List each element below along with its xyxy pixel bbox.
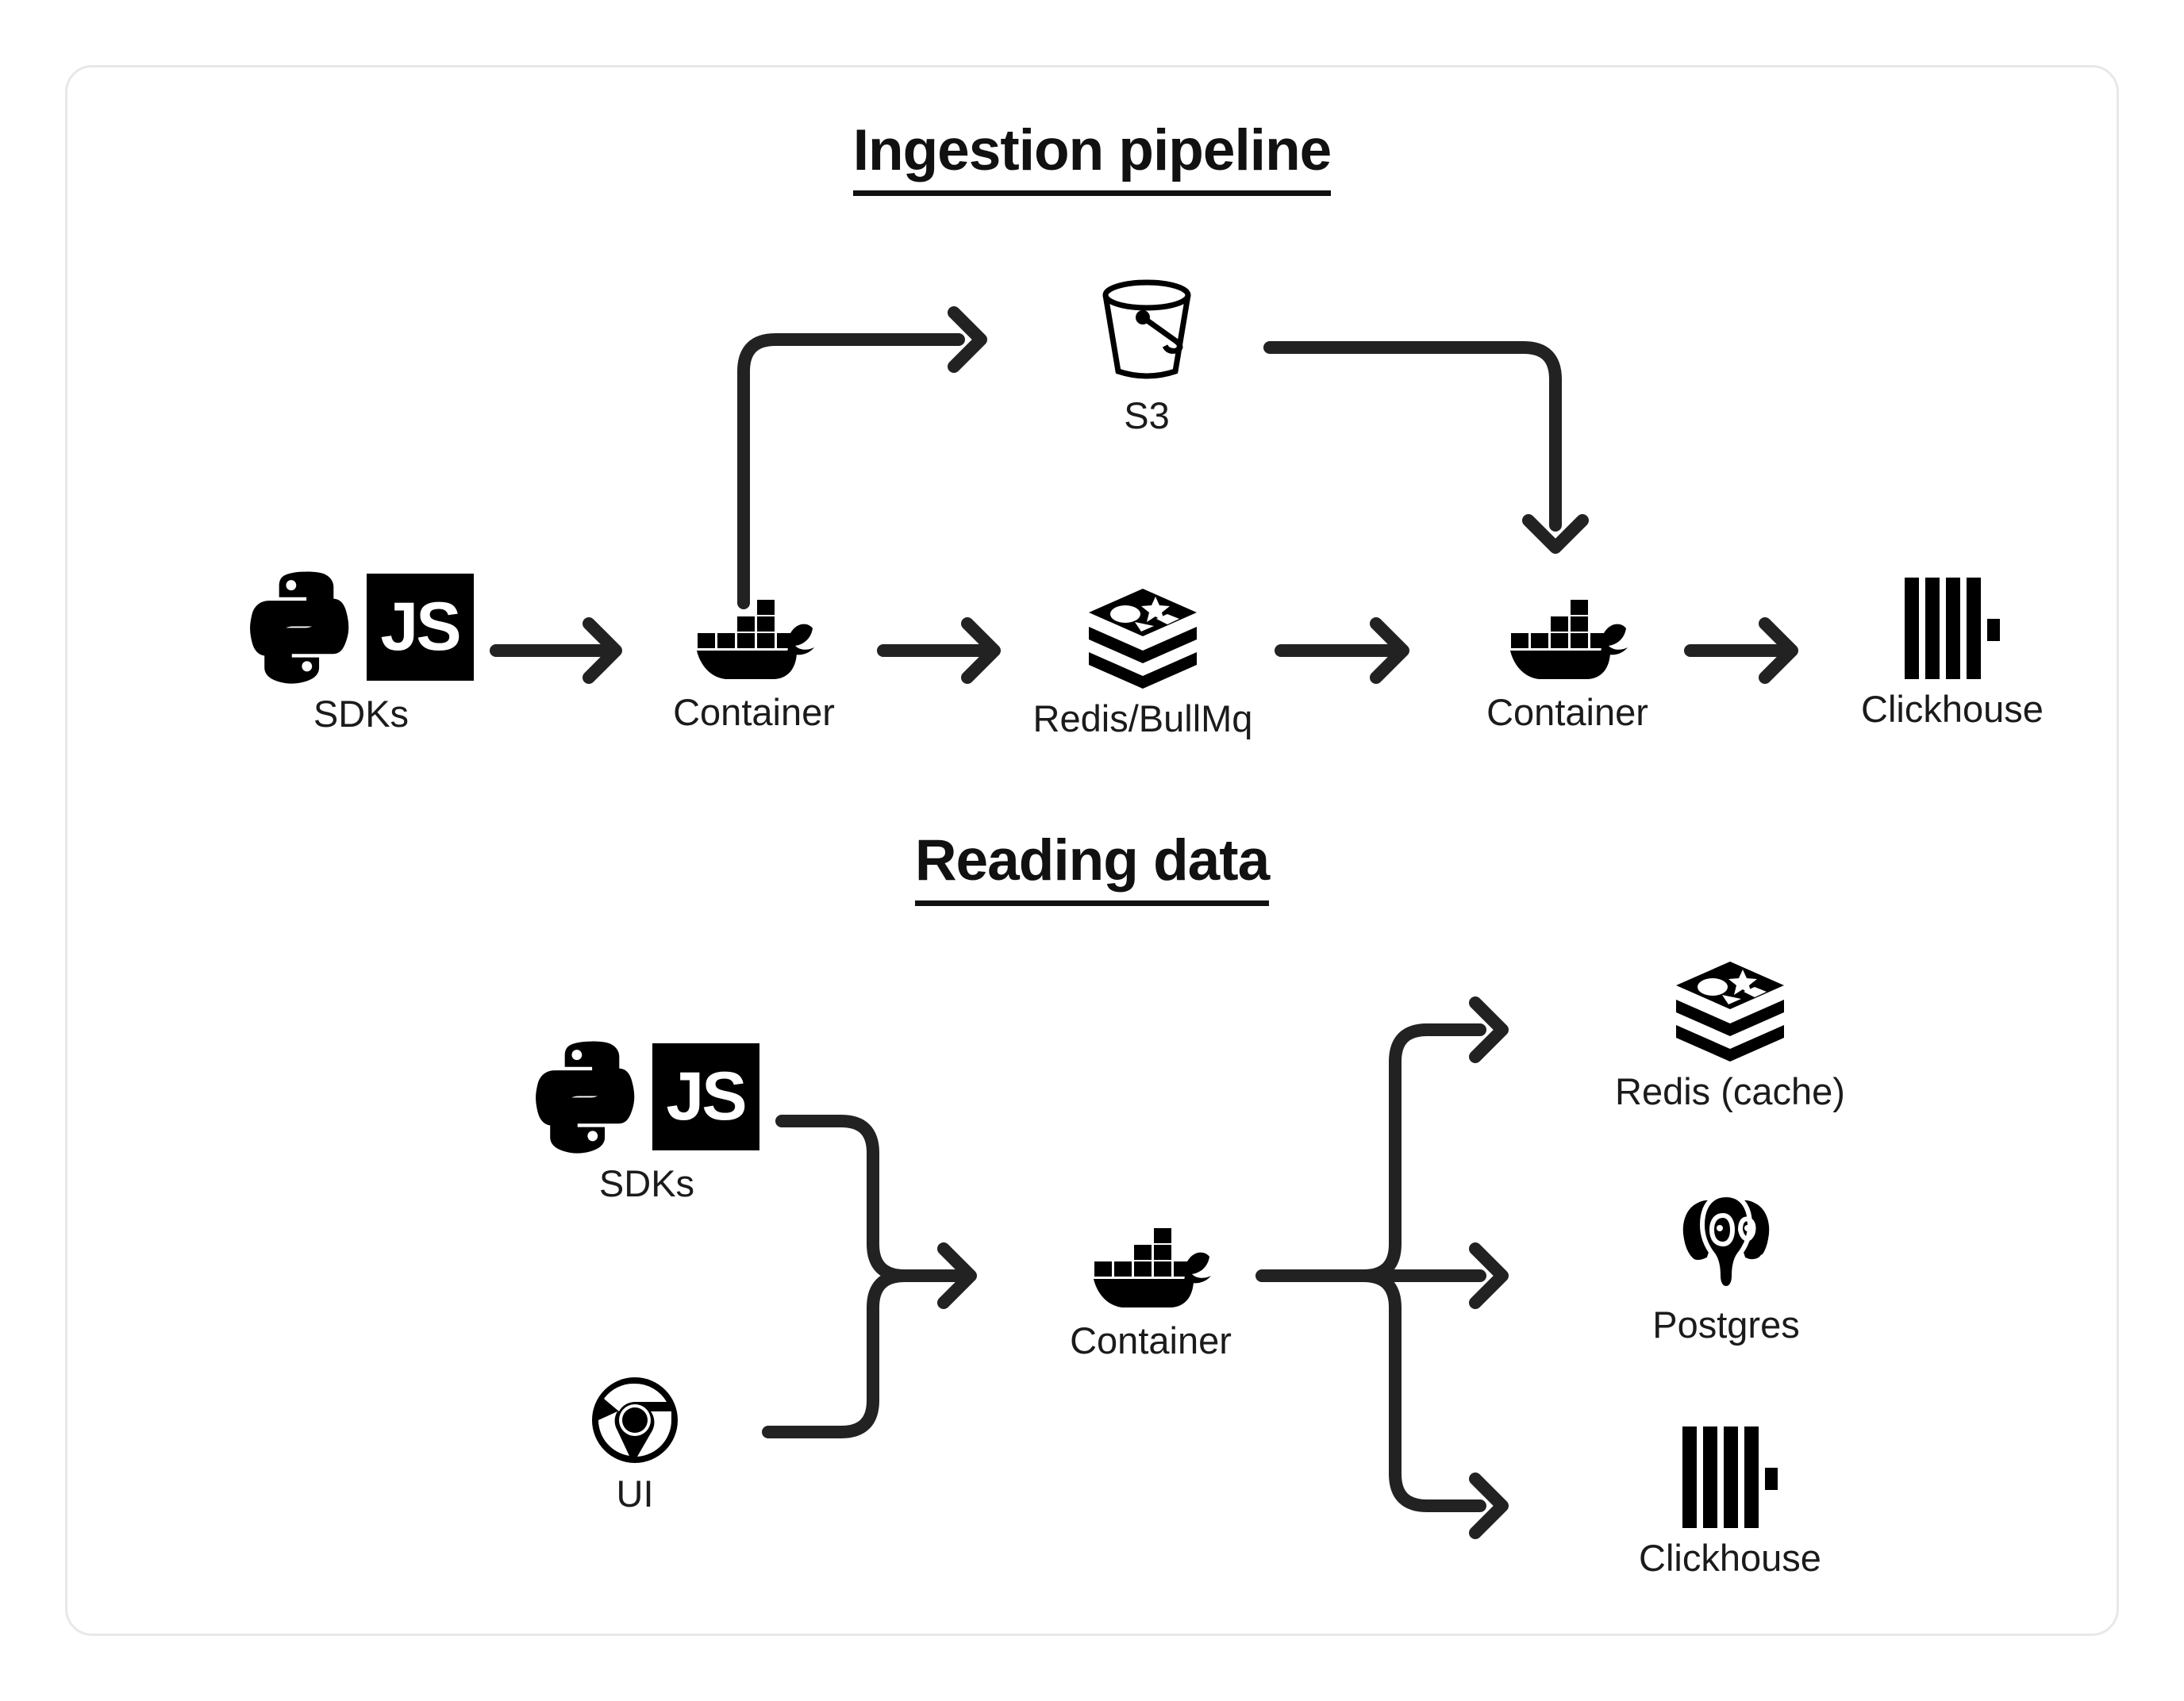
node-ingestion-container2: Container bbox=[1440, 587, 1694, 731]
docker-whale-icon bbox=[1087, 1215, 1214, 1311]
clickhouse-bars-icon bbox=[1681, 1426, 1779, 1528]
js-label: JS bbox=[380, 588, 461, 665]
postgres-elephant-icon bbox=[1672, 1187, 1780, 1295]
node-label: SDKs bbox=[313, 693, 410, 735]
node-reading-ui: UI bbox=[548, 1377, 722, 1512]
node-reading-postgres: Postgres bbox=[1555, 1187, 1897, 1343]
section-title-ingestion: Ingestion pipeline bbox=[0, 117, 2184, 196]
javascript-icon: JS bbox=[652, 1042, 759, 1150]
python-icon bbox=[249, 571, 348, 684]
python-icon bbox=[535, 1041, 634, 1154]
section-title-reading: Reading data bbox=[0, 827, 2184, 906]
javascript-icon: JS bbox=[366, 573, 474, 681]
redis-stack-icon bbox=[1086, 586, 1200, 689]
node-ingestion-clickhouse: Clickhouse bbox=[1825, 578, 2079, 728]
node-ingestion-redis: Redis/BullMq bbox=[992, 586, 1294, 737]
node-ingestion-s3: S3 bbox=[1055, 276, 1238, 434]
node-label: Redis (cache) bbox=[1615, 1070, 1845, 1112]
node-label: Postgres bbox=[1652, 1304, 1800, 1346]
s3-bucket-icon bbox=[1097, 276, 1197, 386]
redis-stack-icon bbox=[1673, 958, 1787, 1062]
node-label: Container bbox=[673, 691, 835, 733]
diagram-card bbox=[65, 65, 2119, 1636]
node-label: Clickhouse bbox=[1861, 688, 2044, 730]
node-reading-clickhouse: Clickhouse bbox=[1555, 1426, 1905, 1576]
node-reading-redis: Redis (cache) bbox=[1548, 958, 1913, 1110]
node-reading-sdks: JS SDKs bbox=[524, 1039, 770, 1202]
node-label: Container bbox=[1486, 691, 1648, 733]
python-js-sdk-icon: JS bbox=[249, 570, 474, 684]
node-label: S3 bbox=[1124, 394, 1170, 436]
js-label: JS bbox=[666, 1058, 747, 1135]
node-label: SDKs bbox=[598, 1162, 695, 1204]
node-label: Redis/BullMq bbox=[1032, 697, 1253, 739]
section-title-ingestion-text: Ingestion pipeline bbox=[852, 118, 1332, 196]
node-label: UI bbox=[616, 1473, 654, 1515]
node-ingestion-container1: Container bbox=[627, 587, 881, 731]
node-label: Container bbox=[1070, 1319, 1232, 1361]
docker-whale-icon bbox=[1504, 587, 1631, 682]
docker-whale-icon bbox=[690, 587, 817, 682]
section-title-reading-text: Reading data bbox=[914, 828, 1270, 906]
node-label: Clickhouse bbox=[1639, 1537, 1821, 1579]
node-reading-container: Container bbox=[1024, 1215, 1278, 1359]
python-js-sdk-icon: JS bbox=[535, 1039, 759, 1154]
clickhouse-bars-icon bbox=[1903, 578, 2001, 679]
node-ingestion-sdks: JS SDKs bbox=[238, 570, 484, 732]
chrome-browser-icon bbox=[591, 1377, 679, 1464]
